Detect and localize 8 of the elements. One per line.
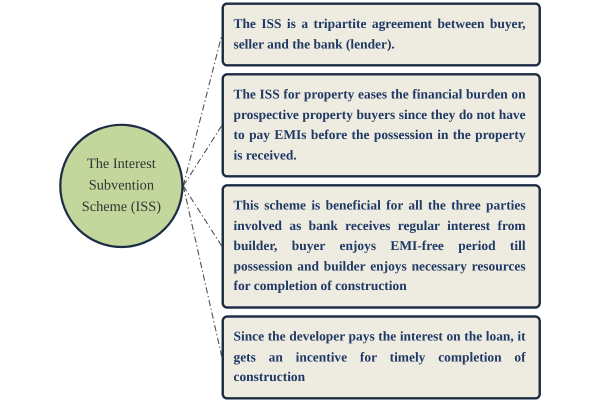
- info-box: The ISS for property eases the financial burden on prospective property buyers since they do not have to pay EMIs before the possession in the property is received.: [222, 73, 541, 178]
- info-box: This scheme is beneficial for all the three parties involved as bank receives regular interest from builder, buyer enjoys EMI-free period till possession and builder enjoys necessary resources for completion of construction: [222, 184, 541, 309]
- info-box: The ISS is a tripartite agreement between buyer, seller and the bank (lender).: [222, 2, 541, 66]
- topic-circle: The Interest Subvention Scheme (ISS): [59, 124, 184, 248]
- dashed-connector: [182, 186, 222, 247]
- info-box: Since the developer pays the interest on the loan, it gets an incentive for timely completion of construction: [222, 315, 541, 400]
- dashed-connector: [182, 186, 222, 358]
- dashed-connector: [182, 125, 222, 186]
